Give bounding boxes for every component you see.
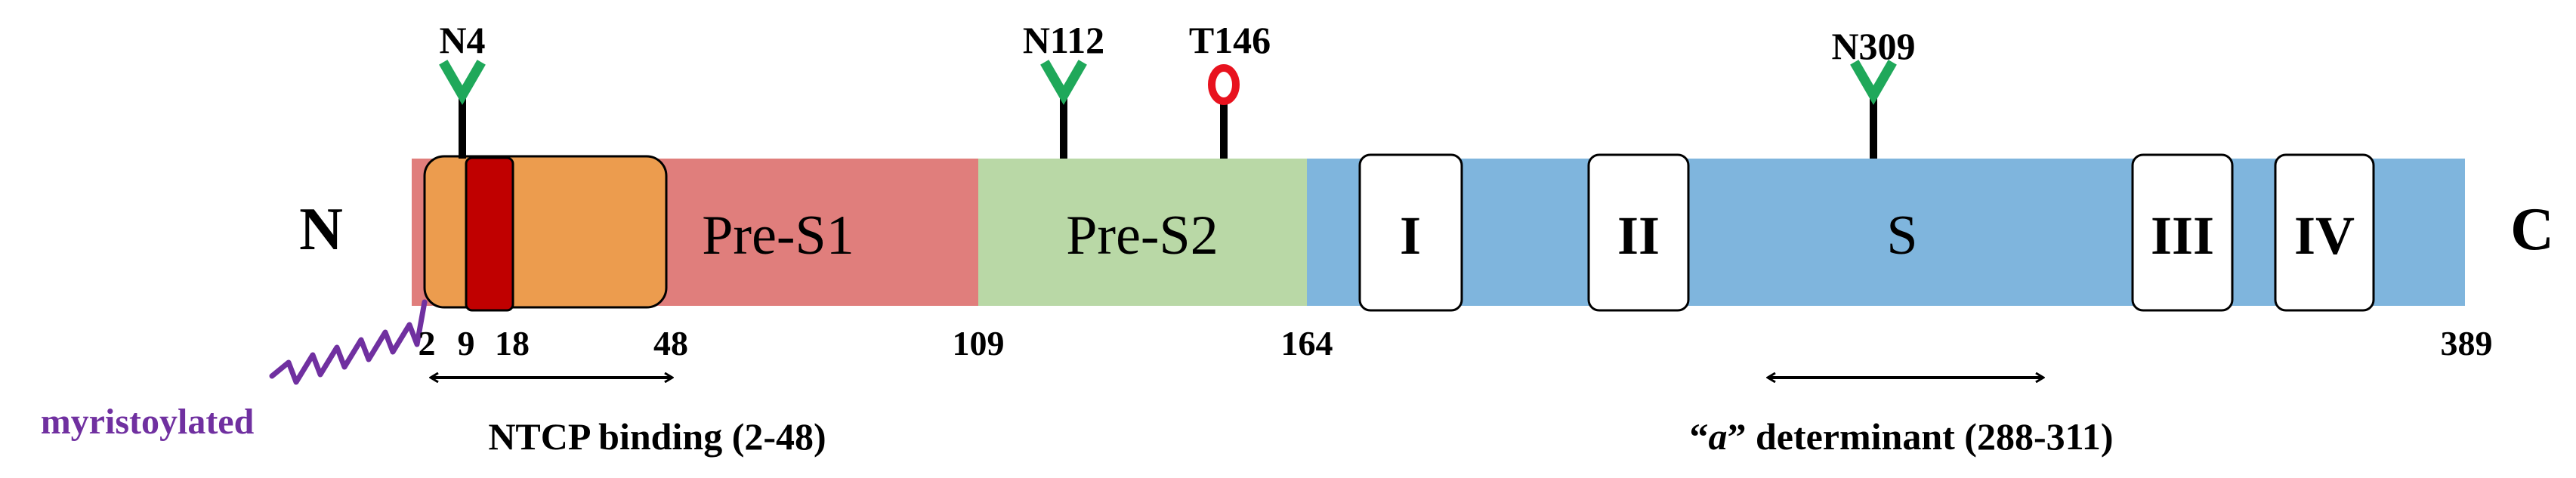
ntcp-binding-domain: [423, 155, 668, 309]
position-389: 389: [2441, 324, 2493, 362]
pres2-label: Pre-S2: [1066, 205, 1218, 267]
tm-domain-i-label: I: [1400, 205, 1421, 266]
myristoyl-chain: [269, 299, 428, 385]
tm-domain-iii-label: III: [2151, 205, 2214, 266]
pres1-label: Pre-S1: [702, 205, 854, 267]
glyco-site-label-n4: N4: [439, 19, 485, 61]
position-164: 164: [1281, 324, 1333, 362]
glyco-site-label-t146: T146: [1189, 19, 1271, 61]
s-label: S: [1886, 205, 1917, 267]
aa-9-18-box: [465, 156, 514, 312]
n-terminus-label: N: [299, 196, 343, 263]
position-48: 48: [653, 324, 688, 362]
position-9: 9: [458, 324, 475, 362]
myristoylated-label: myristoylated: [41, 402, 255, 442]
position-109: 109: [953, 324, 1005, 362]
n-glycan-icon: [439, 60, 486, 105]
position-18: 18: [495, 324, 530, 362]
n-glycan-icon: [1040, 60, 1087, 105]
ntcp-binding-label: NTCP binding (2-48): [488, 415, 826, 458]
tm-domain-i-box: [1358, 153, 1463, 312]
a-determinant-italic: a: [1708, 415, 1727, 458]
position-2: 2: [419, 324, 436, 362]
o-glycan-icon: [1208, 64, 1240, 105]
tm-domain-iv-box: [2274, 153, 2375, 312]
tm-domain-ii-label: II: [1617, 205, 1660, 266]
tm-domain-iv-label: IV: [2294, 205, 2355, 266]
a-determinant-label: “a” determinant (288-311): [1689, 415, 2113, 458]
a-determinant-quote-open: “: [1689, 415, 1708, 458]
glyco-site-label-n309: N309: [1831, 25, 1915, 67]
glyco-site-label-n112: N112: [1023, 19, 1104, 61]
c-terminus-label: C: [2510, 196, 2554, 263]
s-region: [1307, 159, 2465, 306]
pres2-region: [978, 159, 1307, 306]
tm-domain-iii-box: [2131, 153, 2234, 312]
tm-domain-ii-box: [1587, 153, 1690, 312]
n-glycan-icon: [1850, 60, 1897, 105]
a-determinant-rest: ” determinant (288-311): [1727, 415, 2113, 458]
